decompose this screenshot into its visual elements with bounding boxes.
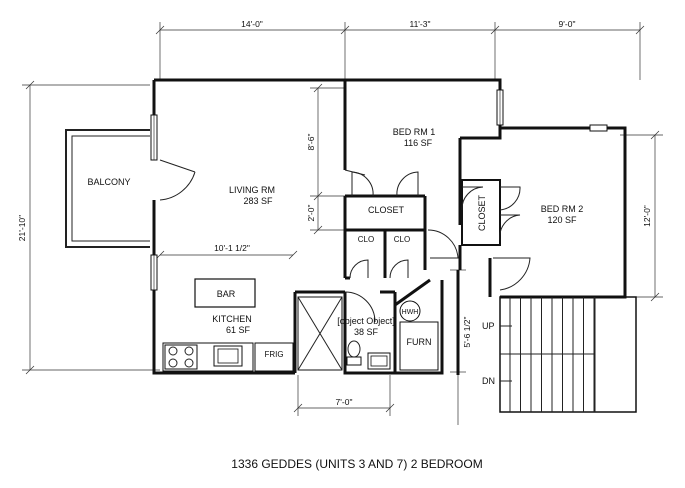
closet-main-label: CLOSET [368, 205, 405, 215]
closet-bed2-label: CLOSET [477, 194, 487, 231]
bath-name: [object Object] [337, 316, 395, 326]
balcony-label: BALCONY [87, 177, 130, 187]
bed-room-2-name: BED RM 2 [541, 204, 584, 214]
dim-kitchen-width: 10'-1 1/2" [214, 243, 250, 253]
dim-top-left: 14'-0" [241, 19, 263, 29]
stair-up-label: UP [482, 321, 495, 331]
fixtures [162, 278, 439, 372]
bed-room-1-name: BED RM 1 [393, 127, 436, 137]
kitchen-name: KITCHEN [212, 314, 252, 324]
dim-bed2-depth: 12'-0" [642, 205, 652, 227]
door-swings [159, 159, 531, 323]
bar-label: BAR [217, 289, 236, 299]
hwh-label: HWH [402, 309, 419, 316]
dim-top-right: 9'-0" [559, 19, 576, 29]
dim-closet-depth: 2'-0" [306, 205, 316, 222]
plan-caption: 1336 GEDDES (UNITS 3 AND 7) 2 BEDROOM [231, 457, 482, 471]
frig-label: FRIG [264, 350, 283, 359]
dim-living-depth: 8'-6" [306, 134, 316, 151]
dim-hall-depth: 5'-6 1/2" [462, 316, 472, 347]
windows [150, 89, 608, 291]
stair-dn-label: DN [482, 376, 495, 386]
living-room-area: 283 SF [243, 196, 273, 206]
bed-room-2-area: 120 SF [547, 215, 577, 225]
kitchen-area: 61 SF [226, 325, 251, 335]
bath-area: 38 SF [354, 327, 379, 337]
stairs [499, 296, 637, 413]
dimension-lines [22, 22, 663, 425]
furn-label: FURN [407, 337, 432, 347]
dim-bath-width: 7'-0" [336, 397, 353, 407]
clo-left-label: CLO [358, 235, 374, 244]
dim-top-mid: 11'-3" [409, 19, 430, 29]
living-room-name: LIVING RM [229, 185, 275, 195]
dim-left-overall: 21'-10" [17, 215, 27, 241]
bed-room-1-area: 116 SF [404, 138, 433, 148]
clo-right-label: CLO [394, 235, 410, 244]
